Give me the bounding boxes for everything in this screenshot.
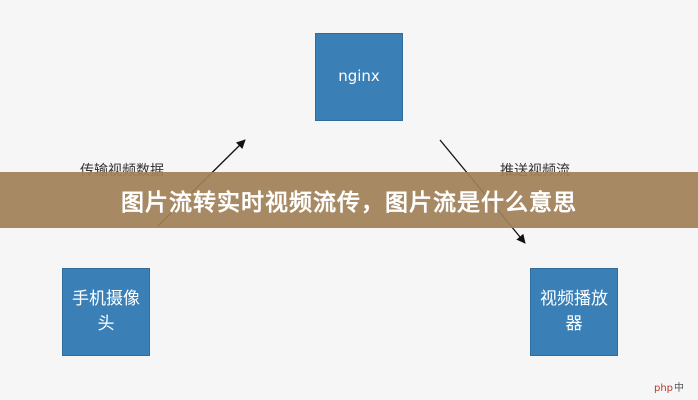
svg-text:php: php	[654, 383, 673, 394]
watermark-logo-icon: php 中	[654, 381, 684, 394]
title-banner: 图片流转实时视频流传，图片流是什么意思	[0, 172, 698, 228]
node-phone-camera: 手机摄像头	[62, 268, 150, 356]
banner-title: 图片流转实时视频流传，图片流是什么意思	[121, 190, 577, 216]
watermark-logo: php 中	[654, 380, 694, 398]
node-nginx-label: nginx	[338, 67, 380, 86]
svg-text:中: 中	[674, 381, 684, 394]
node-nginx: nginx	[315, 33, 403, 121]
node-video-player-label: 视频播放器	[540, 289, 608, 334]
node-phone-camera-label: 手机摄像头	[72, 289, 140, 334]
node-video-player: 视频播放器	[530, 268, 618, 356]
